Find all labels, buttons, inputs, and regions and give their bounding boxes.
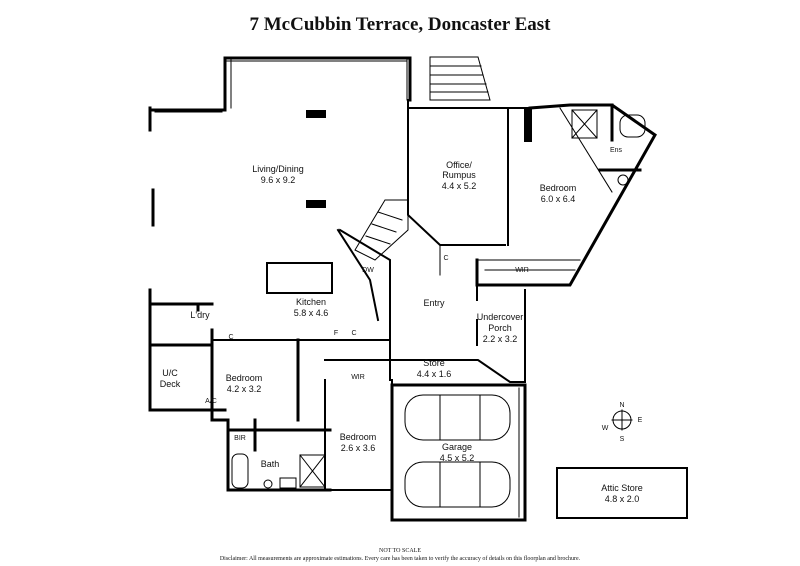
store-dim: 4.4 x 1.6 xyxy=(417,369,452,379)
garage-label: Garage xyxy=(442,442,472,452)
bedroom2-label: Bedroom xyxy=(226,373,263,383)
compass-n: N xyxy=(619,402,624,409)
attic-label: Attic Store xyxy=(601,483,643,493)
dishwasher-label: DW xyxy=(362,267,374,274)
bath-fixtures xyxy=(231,453,326,489)
column-block xyxy=(306,200,326,208)
cupboard-label: C xyxy=(443,255,448,262)
porch-label: Undercover xyxy=(477,312,524,322)
wir-walls xyxy=(439,244,581,276)
deck-label-2: Deck xyxy=(160,379,181,389)
bedroom2-dim: 4.2 x 3.2 xyxy=(227,384,262,394)
living-dim: 9.6 x 9.2 xyxy=(261,175,296,185)
compass-w: W xyxy=(602,425,609,432)
porch-dim: 2.2 x 3.2 xyxy=(483,334,518,344)
office-dim: 4.4 x 5.2 xyxy=(442,181,477,191)
wir2-label: WIR xyxy=(351,374,365,381)
plan-title: 7 McCubbin Terrace, Doncaster East xyxy=(249,14,551,35)
office-label-2: Rumpus xyxy=(442,170,476,180)
living-label: Living/Dining xyxy=(252,164,304,174)
entry-label: Entry xyxy=(423,298,445,308)
office-label: Office/ xyxy=(446,160,472,170)
deck-label: U/C xyxy=(162,368,178,378)
scale-note: NOT TO SCALE xyxy=(378,548,421,554)
disclaimer: Disclaimer: All measurements are approxi… xyxy=(219,556,581,562)
laundry-label: L'dry xyxy=(190,310,210,320)
compass-icon xyxy=(611,409,633,431)
garage-walls xyxy=(390,383,527,522)
cupboard-label: C xyxy=(351,330,356,337)
stairs-upper xyxy=(429,56,491,101)
bedroom-main-label: Bedroom xyxy=(540,183,577,193)
compass-s: S xyxy=(620,436,625,443)
stairs-center xyxy=(354,199,409,261)
attic-dim: 4.8 x 2.0 xyxy=(605,494,640,504)
porch-label-2: Porch xyxy=(488,323,512,333)
attic-store-box xyxy=(556,467,688,519)
living-walls xyxy=(148,56,412,312)
ensuite-label: Ens xyxy=(610,147,623,154)
kitchen-walls xyxy=(211,228,391,341)
garage-cars xyxy=(404,387,520,518)
column-block xyxy=(306,110,326,118)
column-block xyxy=(524,108,532,142)
bir-label: BIR xyxy=(234,435,246,442)
bedroom3-dim: 2.6 x 3.6 xyxy=(341,443,376,453)
bath-label: Bath xyxy=(261,459,280,469)
west-walls xyxy=(148,302,332,492)
wir-label: WIR xyxy=(515,267,529,274)
store-label: Store xyxy=(423,358,445,368)
living-windows xyxy=(154,59,408,113)
compass-e: E xyxy=(638,417,643,424)
kitchen-dim: 5.8 x 4.6 xyxy=(294,308,329,318)
ensuite-fixtures xyxy=(559,107,646,193)
garage-dim: 4.5 x 5.2 xyxy=(440,453,475,463)
bedroom-main-dim: 6.0 x 6.4 xyxy=(541,194,576,204)
fridge-label: F xyxy=(334,330,338,337)
cupboard-label: C xyxy=(228,334,233,341)
ac-label: A/C xyxy=(205,398,217,405)
office-walls xyxy=(407,99,531,246)
bedroom3-label: Bedroom xyxy=(340,432,377,442)
kitchen-label: Kitchen xyxy=(296,297,326,307)
